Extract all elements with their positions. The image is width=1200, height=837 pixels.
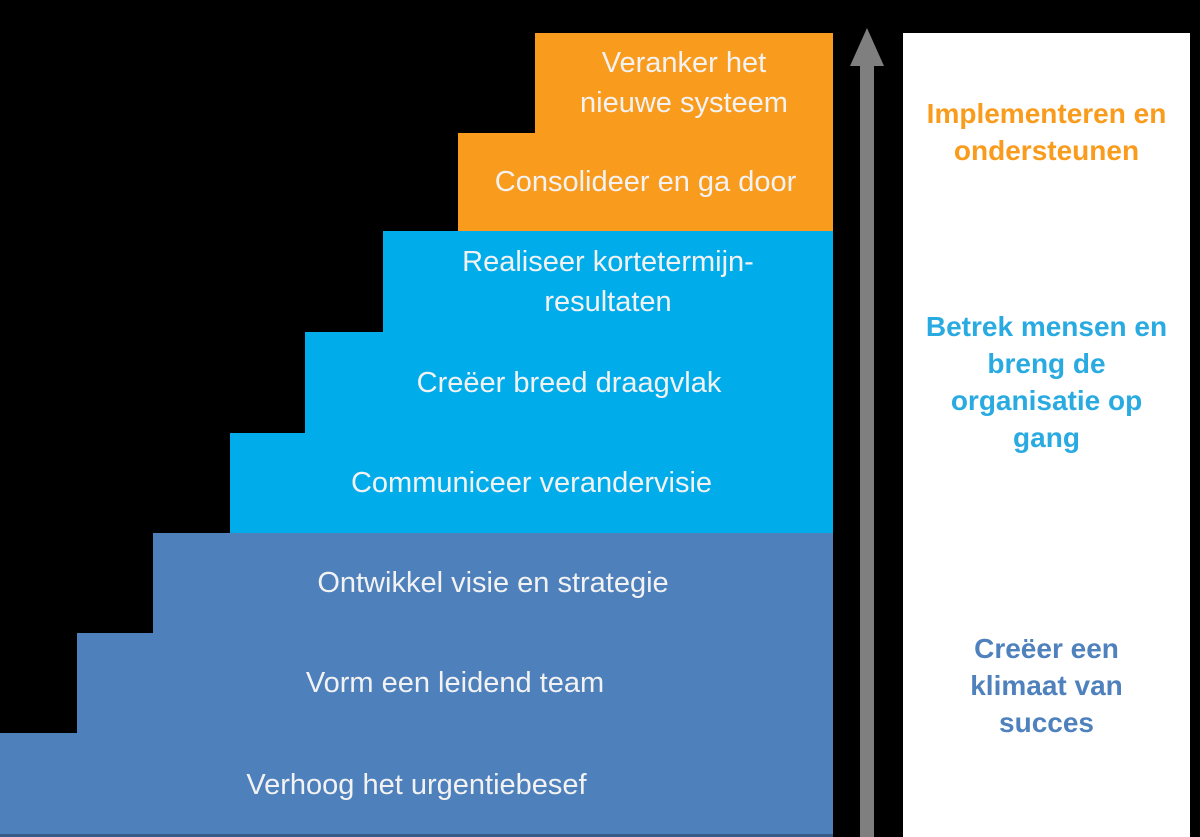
step-ontwikkel-visie-en-strategie: Ontwikkel visie en strategie (153, 533, 833, 633)
step-communiceer-verandervisie: Communiceer verandervisie (230, 433, 833, 533)
legend-panel: Implementeren en ondersteunen Betrek men… (903, 33, 1190, 837)
step-creeer-breed-draagvlak: Creëer breed draagvlak (305, 332, 833, 433)
step-realiseer-kortetermijn-resultaten: Realiseer kortetermijn- resultaten (383, 231, 833, 332)
step-verhoog-het-urgentiebesef: Verhoog het urgentiebesef (0, 733, 833, 837)
legend-item-creeer-klimaat-van-succes: Creëer een klimaat van succes (970, 632, 1123, 738)
legend-item-implementeren-en-ondersteunen: Implementeren en ondersteunen (926, 98, 1167, 166)
step-consolideer-en-ga-door: Consolideer en ga door (458, 133, 833, 231)
up-arrow-shaft (860, 62, 874, 837)
legend-item-betrek-mensen: Betrek mensen en breng de organisatie op… (925, 311, 1168, 453)
step-vorm-een-leidend-team: Vorm een leidend team (77, 633, 833, 733)
up-arrow-icon (850, 28, 884, 66)
step-veranker-het-nieuwe-systeem: Veranker het nieuwe systeem (535, 33, 833, 133)
